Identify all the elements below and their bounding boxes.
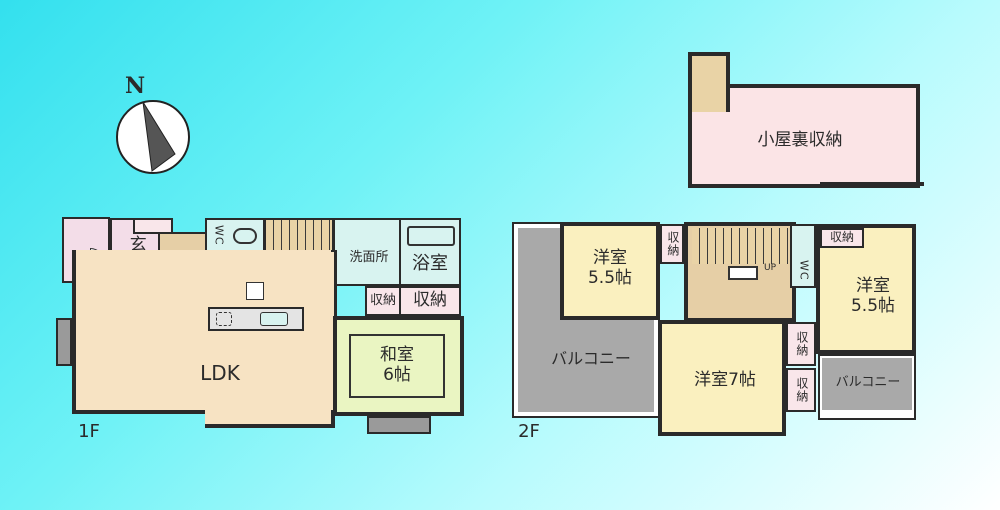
washroom-label: 洗面所: [349, 249, 389, 265]
storage-ne-2: 収納: [820, 228, 864, 248]
storage-c2: 収納: [786, 368, 816, 412]
kitchen-counter: [208, 307, 304, 331]
stove-icon: [216, 312, 232, 326]
storage-nw-label: 収納: [665, 231, 680, 257]
tatami-layout: [349, 334, 445, 398]
fridge-icon: [246, 282, 264, 300]
balcony-west-label: バルコニー: [551, 348, 631, 368]
attic-label: 小屋裏収納: [757, 130, 843, 151]
bedroom-nw-label: 洋室 5.5帖: [587, 248, 633, 288]
room-wc-2f: WC: [790, 224, 816, 288]
storage-c1: 収納: [786, 322, 816, 366]
room-bath: 浴室: [399, 218, 461, 286]
compass-icon: [116, 100, 190, 174]
storage-c2-label: 収納: [794, 377, 809, 403]
balcony-east-label: バルコニー: [835, 374, 901, 390]
floor-1f-label: 1F: [78, 420, 100, 442]
stairs-2f-up-label: UP: [763, 262, 776, 273]
storage-nw: 収納: [660, 224, 684, 264]
wc-1f-label: WC: [212, 224, 226, 246]
floor-2f-label: 2F: [518, 420, 540, 442]
room-bedroom-nw: 洋室 5.5帖: [560, 222, 660, 320]
bedroom-7-label: 洋室7帖: [694, 370, 756, 391]
attic-notch: [820, 182, 924, 196]
storage-small-1f: 収納: [365, 286, 401, 316]
stairs-2f: [692, 228, 788, 264]
ldk-fill-2: [208, 400, 331, 424]
storage-1f: 収納: [399, 286, 461, 316]
stair-hall-2f: [684, 222, 796, 322]
floor-1f: 玄関 WC UP 洗面所 浴室 収納 収納 LDK 和室 6帖 1F: [0, 0, 480, 510]
storage-1f-label: 収納: [413, 290, 447, 311]
stairs-1f: [264, 218, 334, 256]
floor-2f: UP 小屋裏収納 バルコニー 洋室 5.5帖 収納 UP WC 収納 洋室 5.…: [500, 0, 1000, 510]
storage-ne-2-label: 収納: [829, 230, 854, 245]
room-bedroom-7: 洋室7帖: [658, 320, 786, 436]
balcony-east: バルコニー: [818, 354, 916, 420]
room-washitsu: 和室 6帖: [333, 316, 464, 416]
bedroom-ne-label: 洋室 5.5帖: [850, 276, 896, 316]
sink-icon: [260, 312, 288, 326]
compass-north-label: N: [124, 73, 146, 100]
closet-hall: [133, 218, 173, 234]
bath-label: 浴室: [412, 252, 448, 274]
bathtub-icon: [407, 226, 455, 246]
room-wc-1f: WC: [205, 218, 265, 252]
storage-small-1f-label: 収納: [369, 292, 396, 308]
washitsu-label: 和室 6帖: [380, 345, 414, 385]
exterior-pad-south: [367, 416, 431, 434]
toilet-icon: [233, 228, 257, 244]
exterior-pad-west: [56, 318, 72, 366]
wc-2f-label: WC: [797, 259, 811, 281]
compass: N: [112, 73, 192, 175]
stair-well-icon: [728, 266, 758, 280]
ldk-label: LDK: [200, 360, 240, 385]
room-bedroom-ne: 洋室 5.5帖: [816, 224, 916, 354]
storage-c1-label: 収納: [794, 331, 809, 357]
room-attic-ext: [688, 52, 730, 112]
balcony-east-fill: [822, 358, 912, 410]
room-washroom: 洗面所: [333, 218, 401, 286]
